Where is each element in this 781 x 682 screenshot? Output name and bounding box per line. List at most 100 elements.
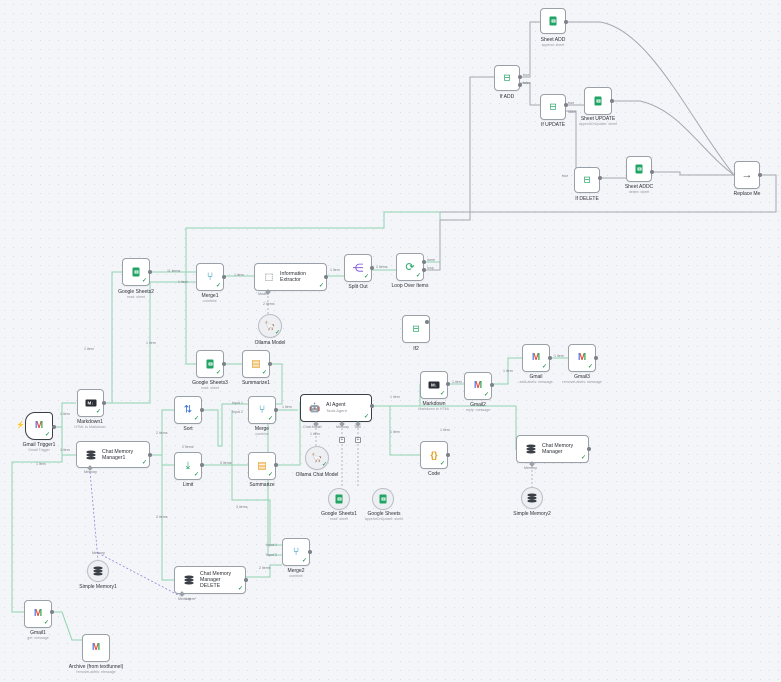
node-gmail-trigger1[interactable]: M ✓ xyxy=(25,412,53,440)
gmail-icon: M xyxy=(577,352,587,363)
node-simple-memory1[interactable] xyxy=(87,560,109,582)
node-merge2[interactable]: ⑂ ✓ xyxy=(282,538,310,566)
node-archive[interactable]: M xyxy=(82,634,110,662)
node-limit[interactable]: ⤓ ✓ xyxy=(174,452,202,480)
google-sheets-icon xyxy=(549,16,557,26)
output-port[interactable] xyxy=(758,173,762,177)
output-port[interactable] xyxy=(425,320,429,324)
output-port[interactable] xyxy=(564,20,568,24)
output-port[interactable] xyxy=(370,266,374,270)
output-port[interactable] xyxy=(52,425,56,429)
node-sort[interactable]: ⇅ ✓ xyxy=(174,396,202,424)
merge-icon: ⑂ xyxy=(206,271,214,283)
output-port[interactable] xyxy=(148,453,152,457)
gmail-icon: M xyxy=(473,380,483,391)
node-if-add[interactable]: ⊟ xyxy=(494,65,520,91)
node-markdown[interactable]: M↓ ✓ xyxy=(420,371,448,399)
node-sheet-update[interactable] xyxy=(584,87,612,115)
output-port[interactable] xyxy=(148,270,152,274)
node-ollama-model[interactable]: 🦙 ✓ xyxy=(258,314,282,338)
output-port[interactable] xyxy=(598,176,602,180)
if-icon: ⊟ xyxy=(412,323,420,334)
output-port[interactable] xyxy=(518,83,522,87)
database-icon xyxy=(526,444,536,454)
node-merge[interactable]: ⑂ ✓ xyxy=(248,396,276,424)
node-chat-memory-manager1[interactable]: Chat Memory Manager1 ✓ xyxy=(76,441,150,468)
google-sheets-icon xyxy=(132,267,140,277)
node-sheet-addc[interactable] xyxy=(626,156,652,182)
output-port[interactable] xyxy=(274,408,278,412)
output-port[interactable] xyxy=(268,362,272,366)
output-port[interactable] xyxy=(50,610,54,614)
output-port[interactable] xyxy=(422,268,426,272)
success-check-icon: ✓ xyxy=(587,364,593,370)
node-if-update[interactable]: ⊟ xyxy=(540,94,566,120)
node-chat-memory-manager-delete[interactable]: Chat Memory Manager DELETE ✓ xyxy=(174,566,246,594)
node-gmail1[interactable]: M ✓ xyxy=(24,600,52,628)
node-summarize[interactable]: ▤ ✓ xyxy=(248,452,276,480)
node-merge1[interactable]: ⑂ ✓ xyxy=(196,263,224,291)
success-check-icon: ✓ xyxy=(141,278,147,284)
output-port[interactable] xyxy=(446,382,450,386)
node-google-sheets1[interactable] xyxy=(328,488,350,510)
node-if-delete[interactable]: ⊟ xyxy=(574,167,600,193)
node-split-out[interactable]: ⋲ ✓ xyxy=(344,254,372,282)
output-port[interactable] xyxy=(490,383,494,387)
node-sheet-add[interactable] xyxy=(540,8,566,34)
output-port[interactable] xyxy=(200,408,204,412)
node-google-sheets2[interactable]: ✓ xyxy=(122,258,150,286)
output-port[interactable] xyxy=(548,356,552,360)
node-ollama-chat-model[interactable]: 🦙 ✓ xyxy=(305,446,329,470)
node-google-sheets[interactable] xyxy=(372,488,394,510)
output-port[interactable] xyxy=(200,463,204,467)
node-if2[interactable]: ⊟ xyxy=(402,315,430,343)
output-port[interactable] xyxy=(564,103,568,107)
node-replace-me[interactable]: → xyxy=(734,161,760,189)
success-check-icon: ✓ xyxy=(261,370,267,376)
node-loop-over-items[interactable]: ⟳ ✓ xyxy=(396,253,424,281)
output-port[interactable] xyxy=(244,578,248,582)
success-check-icon: ✓ xyxy=(267,472,273,478)
node-markdown1[interactable]: M↓ ✓ xyxy=(77,389,104,417)
output-port[interactable] xyxy=(222,275,226,279)
node-summarize1[interactable]: ▤ ✓ xyxy=(242,350,270,378)
node-gmail[interactable]: M ✓ xyxy=(522,344,550,372)
output-port[interactable] xyxy=(222,362,226,366)
output-port[interactable] xyxy=(518,75,522,79)
node-code[interactable]: {} ✓ xyxy=(420,441,448,469)
output-port[interactable] xyxy=(102,401,106,405)
node-chat-memory-manager[interactable]: Chat Memory Manager ✓ xyxy=(516,435,589,463)
success-check-icon: ✓ xyxy=(237,586,243,592)
node-simple-memory2[interactable] xyxy=(521,487,543,509)
node-google-sheets3[interactable]: ✓ xyxy=(196,350,224,378)
robot-icon: 🤖 xyxy=(309,402,321,413)
node-gmail2[interactable]: M ✓ xyxy=(464,372,492,400)
success-check-icon: ✓ xyxy=(415,273,421,279)
google-sheets-icon xyxy=(635,164,643,174)
output-port[interactable] xyxy=(446,453,450,457)
add-tool-button[interactable]: + xyxy=(355,437,361,443)
output-port[interactable] xyxy=(370,404,374,408)
output-port[interactable] xyxy=(324,275,328,279)
output-port[interactable] xyxy=(422,260,426,264)
output-port[interactable] xyxy=(610,99,614,103)
node-information-extractor[interactable]: ⬚ Information Extractor ✓ xyxy=(254,263,327,291)
node-gmail3[interactable]: M ✓ xyxy=(568,344,596,372)
add-memory-button[interactable]: + xyxy=(339,437,345,443)
output-port[interactable] xyxy=(587,447,591,451)
output-port[interactable] xyxy=(274,463,278,467)
success-check-icon: ✓ xyxy=(541,364,547,370)
output-port[interactable] xyxy=(594,356,598,360)
success-check-icon: ✓ xyxy=(193,416,199,422)
limit-icon: ⤓ xyxy=(185,460,191,472)
output-port[interactable] xyxy=(650,170,654,174)
merge-icon: ⑂ xyxy=(292,546,300,558)
output-port[interactable] xyxy=(308,550,312,554)
